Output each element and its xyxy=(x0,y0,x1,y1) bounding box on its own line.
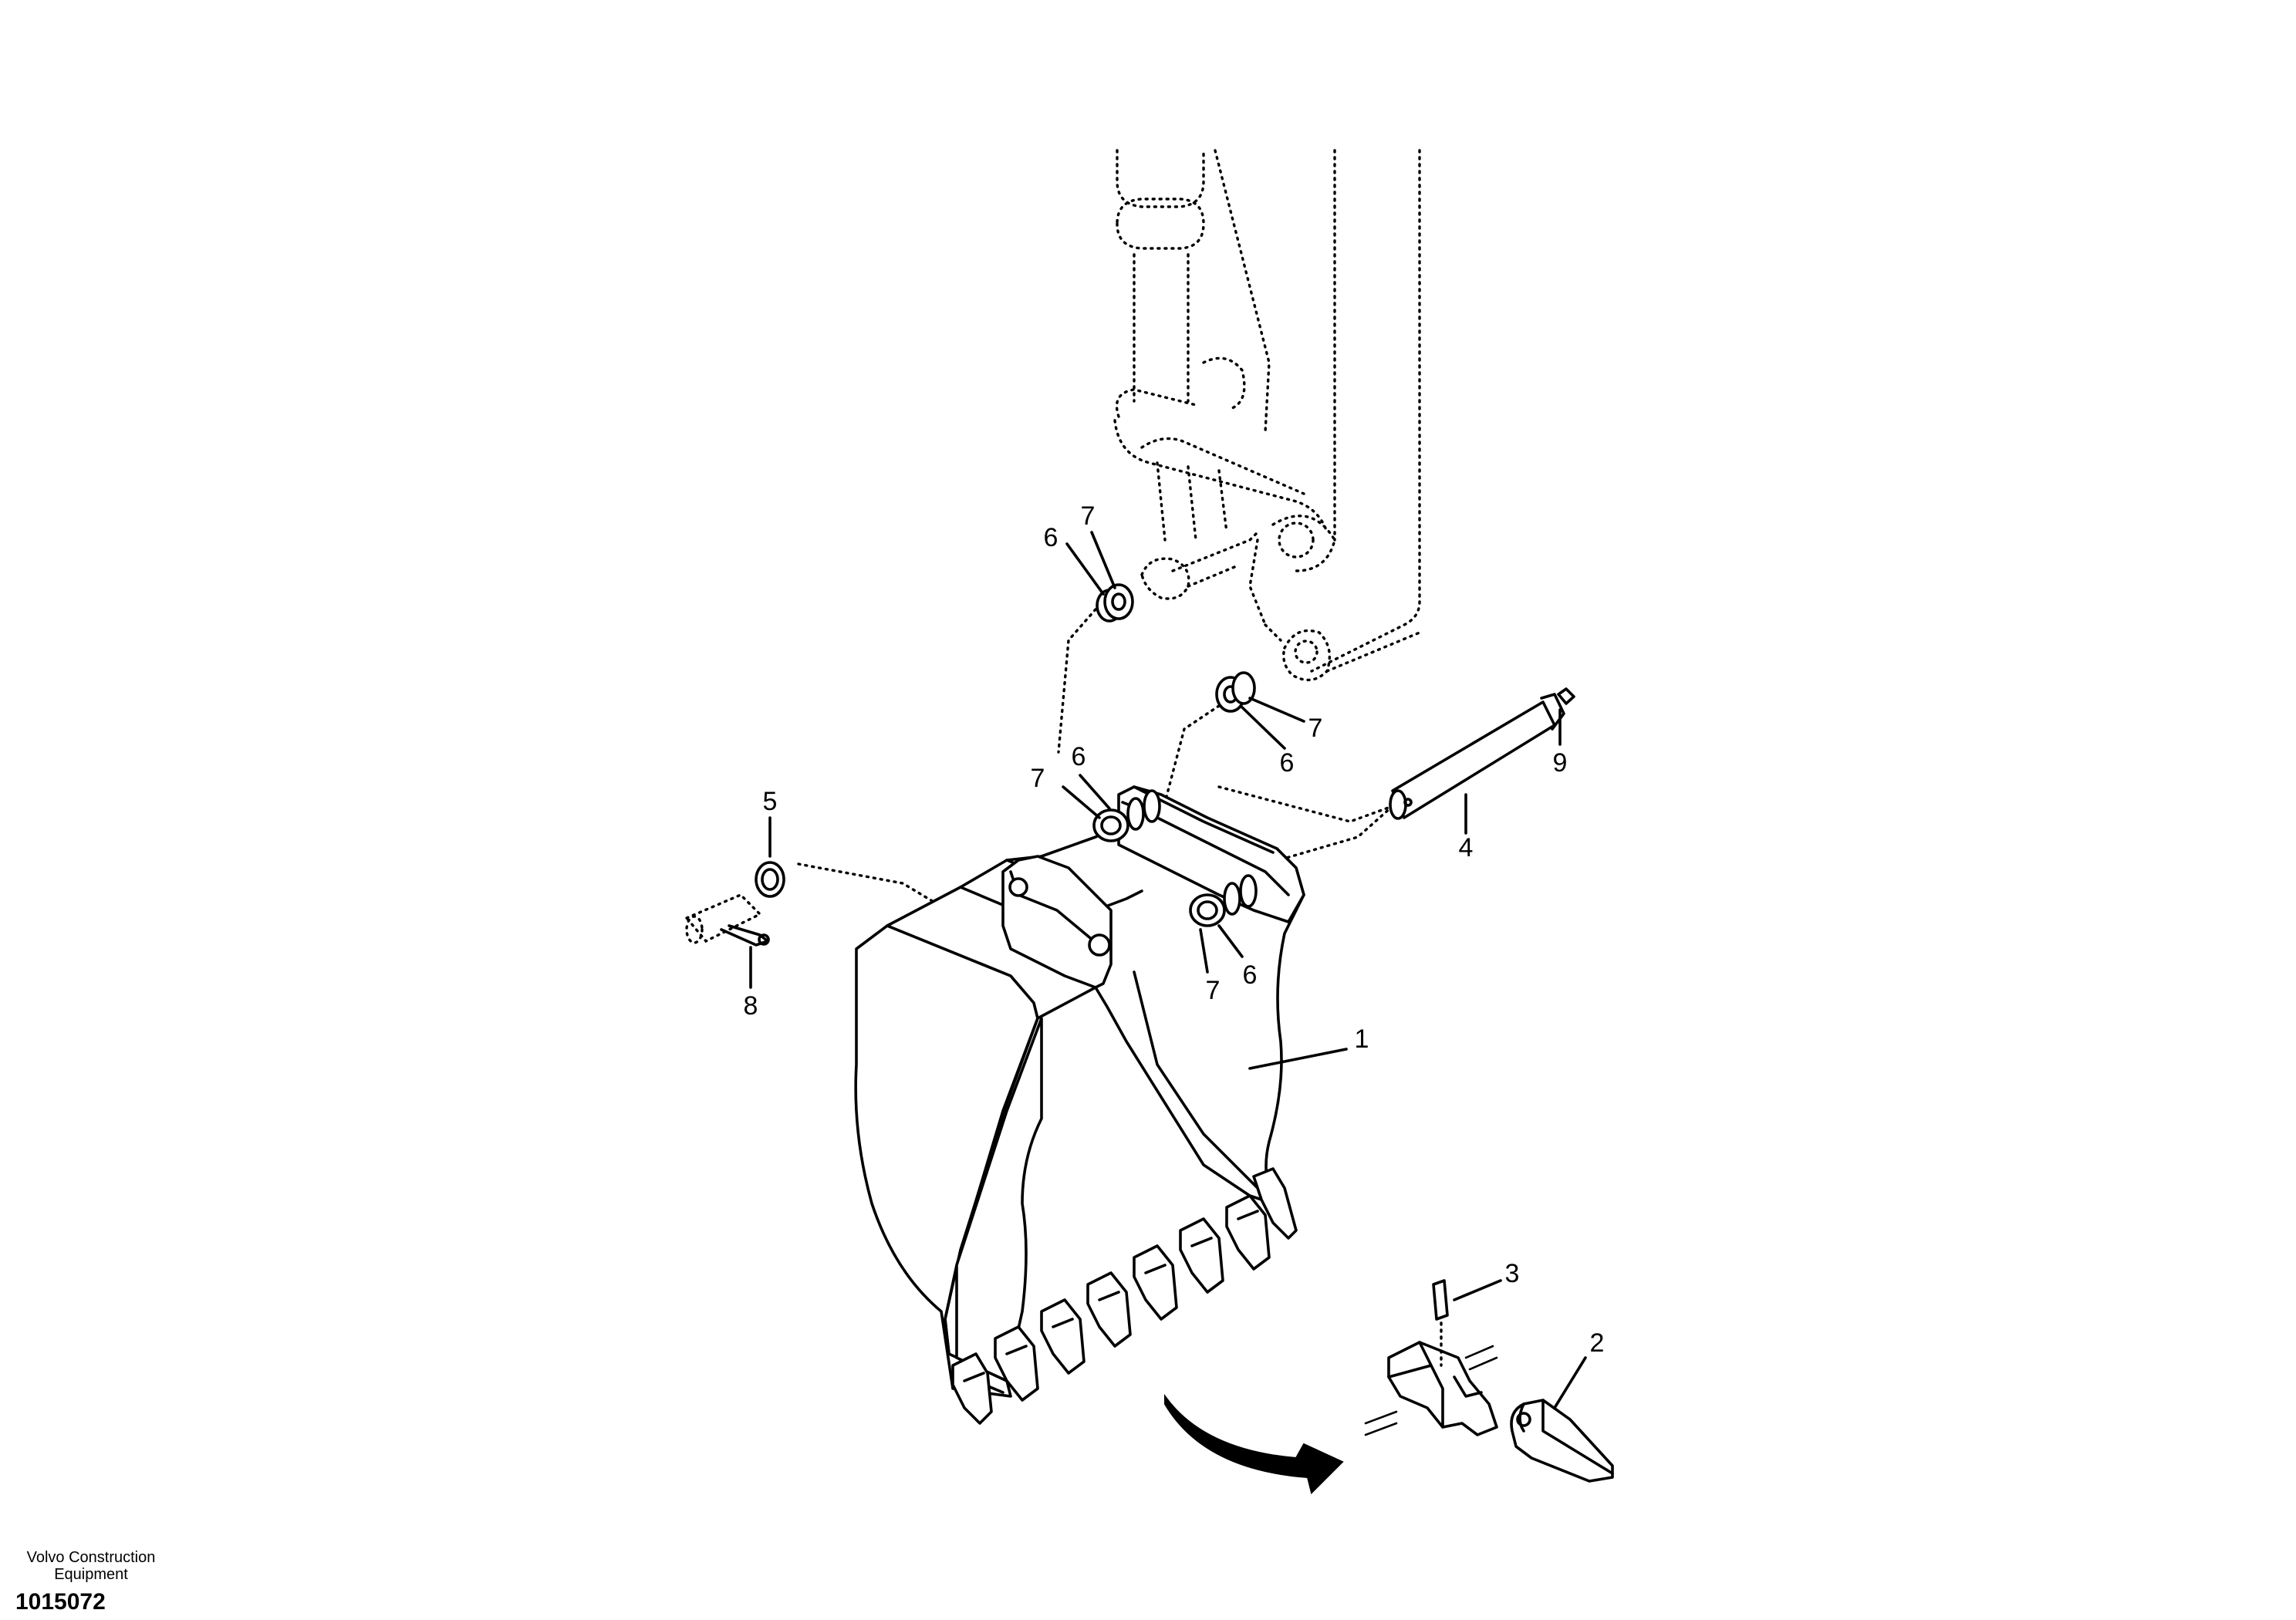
callout-4: 4 xyxy=(1459,833,1474,862)
callout-6-bucket-left: 6 xyxy=(1072,742,1086,771)
document-number: 1015072 xyxy=(15,1589,106,1615)
callout-6-upper-left: 6 xyxy=(1044,523,1059,552)
callout-6-upper-right: 6 xyxy=(1280,748,1295,778)
bolt-part-9 xyxy=(1557,687,1575,705)
brand-label: Volvo Construction Equipment xyxy=(6,1549,176,1583)
callout-7-upper-right: 7 xyxy=(1308,714,1323,743)
callout-5: 5 xyxy=(763,787,778,816)
arm-linkage-outline xyxy=(1113,149,1421,682)
brand-line-2: Equipment xyxy=(54,1566,128,1583)
tooth-part-2 xyxy=(1510,1399,1614,1483)
callout-6-bucket-right: 6 xyxy=(1243,960,1258,990)
bucket-bushings xyxy=(1092,789,1258,927)
callout-8: 8 xyxy=(744,991,758,1021)
callout-3: 3 xyxy=(1505,1259,1520,1288)
leader-lines xyxy=(749,531,1587,1409)
brand-line-1: Volvo Construction xyxy=(26,1549,156,1566)
callout-2: 2 xyxy=(1590,1328,1605,1358)
callout-7-upper-left: 7 xyxy=(1081,501,1096,531)
callout-labels: 1 2 3 4 5 6 7 7 6 9 7 6 7 6 8 xyxy=(744,501,1605,1358)
ring-part-5 xyxy=(755,861,785,898)
pin-part-4 xyxy=(1389,693,1565,820)
callout-1: 1 xyxy=(1355,1024,1369,1054)
cotter-pin-part-8 xyxy=(720,924,770,947)
bucket-part-1 xyxy=(854,785,1305,1425)
washer-pair-upper-left xyxy=(1096,583,1134,623)
pin-left-dotted xyxy=(684,893,762,944)
callout-7-bucket-left: 7 xyxy=(1031,764,1045,793)
callout-7-bucket-right: 7 xyxy=(1206,976,1221,1005)
washer-pair-upper-right xyxy=(1215,671,1256,713)
callout-9: 9 xyxy=(1553,748,1568,778)
detail-arrow xyxy=(1164,1393,1344,1494)
tooth-adapter-detail xyxy=(1364,1279,1498,1436)
